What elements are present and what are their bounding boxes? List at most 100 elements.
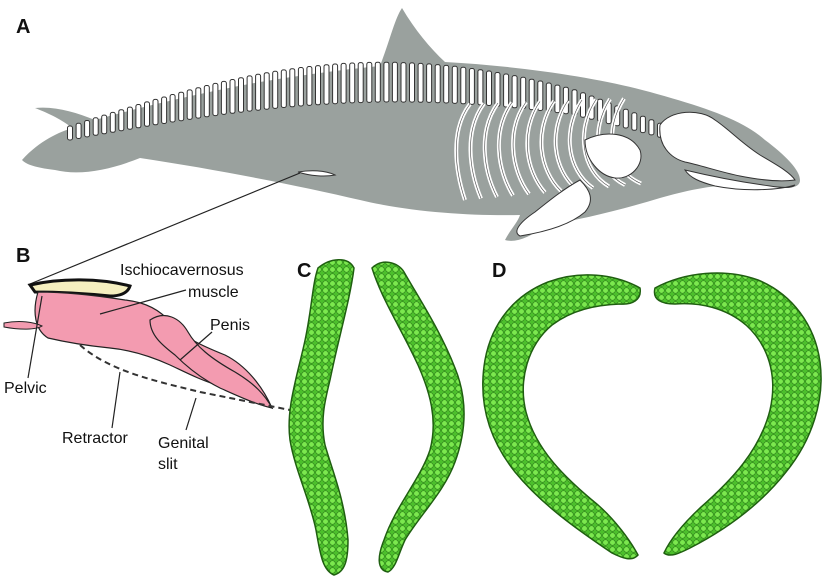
rib [456, 103, 471, 201]
vertebra [426, 63, 433, 103]
dolphin-flipper-bones [516, 179, 591, 237]
dolphin-scapula [584, 133, 642, 179]
label-penis: Penis [210, 317, 250, 334]
pelvic-mesh-right [371, 261, 465, 573]
panel-letter-a: A [16, 16, 30, 38]
rib [569, 99, 594, 189]
vertebra [391, 61, 398, 103]
vertebra [152, 98, 159, 126]
leader-genital [185, 397, 197, 431]
vertebra [486, 70, 492, 106]
pelvic-pointer-line [29, 172, 301, 285]
pelvic-bone-a [297, 170, 337, 177]
pelvic-arch-right [653, 272, 822, 556]
vertebra [84, 120, 91, 138]
vertebra [280, 69, 287, 108]
vertebra [203, 85, 210, 118]
rib [526, 101, 546, 193]
dolphin-jaw [683, 169, 796, 191]
vertebra [92, 117, 99, 136]
reproductive-anatomy [3, 278, 291, 411]
rib [484, 102, 499, 198]
vertebra [297, 67, 304, 107]
vertebra [554, 84, 561, 114]
vertebra [468, 68, 475, 105]
rib [583, 99, 610, 187]
vertebra [511, 75, 518, 109]
vertebra [263, 72, 270, 110]
vertebra [315, 65, 321, 106]
dolphin-skull [659, 111, 796, 182]
panel-letter-b: B [16, 245, 30, 267]
panel-letter-d: D [492, 260, 506, 282]
vertebra [451, 65, 458, 104]
vertebra [349, 62, 356, 104]
label-genital: Genital [158, 435, 209, 452]
rib [498, 102, 514, 196]
penis-shape [149, 315, 274, 409]
vertebra [229, 79, 236, 114]
label-pelvic: Pelvic [4, 380, 47, 397]
vertebra [109, 111, 116, 133]
rib [555, 100, 578, 190]
vertebra [622, 108, 629, 129]
vertebra [67, 125, 73, 141]
vertebra [126, 106, 133, 130]
genital-slit [79, 344, 291, 411]
pelvic-mesh-pair [288, 259, 465, 576]
leader-ischiocavernosus [99, 289, 187, 315]
label-ischiocavernosus: Ischiocavernosus [120, 262, 244, 279]
pelvic-arch-mesh [482, 272, 822, 560]
vertebra [494, 72, 501, 107]
vertebra [417, 62, 424, 103]
vertebra [75, 122, 82, 140]
vertebra [383, 61, 390, 103]
label-muscle: muscle [188, 284, 239, 301]
pelvic-mesh-left [288, 259, 355, 576]
vertebra [631, 112, 638, 131]
vertebra [135, 104, 142, 129]
rib-cage [454, 97, 642, 201]
vertebra [306, 66, 313, 106]
vertebra [434, 64, 441, 104]
vertebra [118, 109, 125, 132]
vertebra [220, 80, 227, 115]
retractor-muscle [3, 321, 43, 330]
vertebra [528, 78, 535, 111]
vertebra [503, 73, 510, 108]
vertebra [332, 63, 339, 105]
vertebra [340, 62, 347, 104]
vertebra [195, 87, 202, 119]
vertebra [161, 96, 168, 124]
pelvic-arch-left [482, 274, 641, 560]
vertebra [323, 64, 330, 105]
vertebra [289, 68, 296, 108]
vertebra [580, 92, 586, 118]
vertebra [186, 89, 193, 120]
vertebra [212, 82, 219, 117]
label-retractor: Retractor [62, 430, 128, 447]
leader-pelvic [27, 295, 43, 379]
rib [541, 100, 562, 192]
vertebra [178, 91, 185, 122]
vertebra [639, 115, 646, 134]
vertebra [648, 119, 655, 136]
vertebral-column [67, 61, 663, 141]
vertebra [357, 62, 364, 104]
vertebra [477, 69, 484, 106]
vertebra [443, 64, 450, 104]
vertebra [374, 61, 381, 103]
rib [470, 103, 485, 199]
leader-penis [179, 331, 213, 361]
vertebra [460, 66, 467, 105]
dolphin-illustration [22, 8, 800, 241]
label-slit: slit [158, 456, 178, 473]
vertebra [144, 101, 150, 127]
vertebra [366, 61, 373, 103]
vertebra [255, 73, 262, 111]
vertebra [409, 62, 415, 103]
leader-retractor [111, 371, 121, 429]
vertebra [246, 75, 253, 112]
vertebra [101, 114, 108, 135]
